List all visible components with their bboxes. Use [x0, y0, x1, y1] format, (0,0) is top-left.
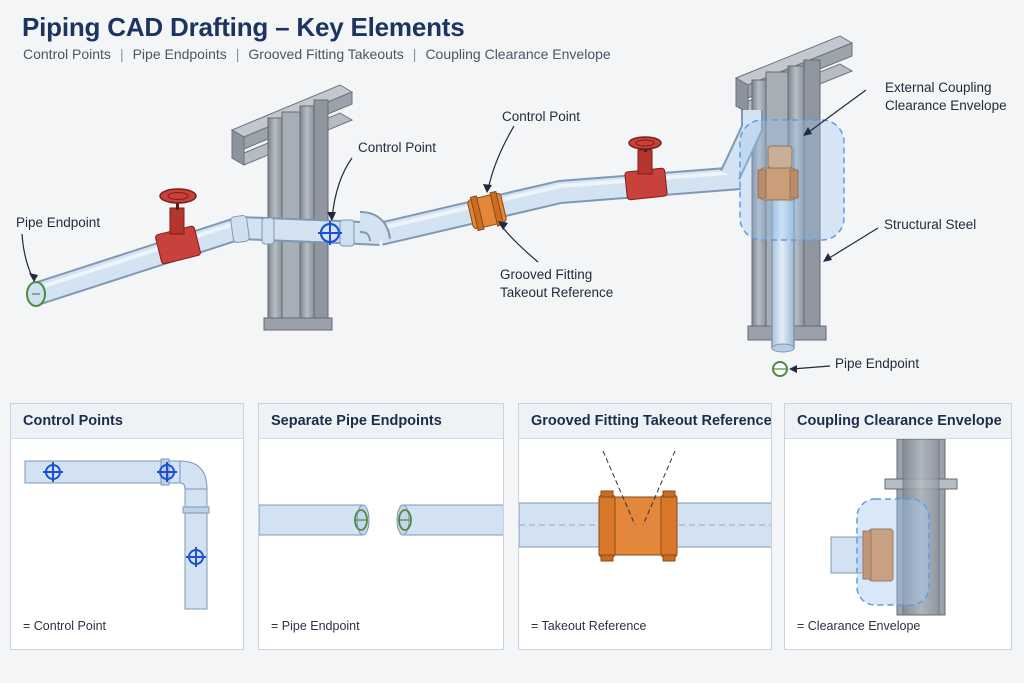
subtitle-separator: | — [412, 46, 417, 62]
panel-separate-pipe-endpoints: Separate Pipe Endpoints = Pipe Endpoint — [258, 403, 504, 650]
callout-pipe-endpoint-bottom: Pipe Endpoint — [835, 356, 920, 371]
callout-grooved-fitting-line2: Takeout Reference — [500, 285, 614, 300]
left-structural-steel — [230, 84, 354, 331]
grooved-coupling-right-icon — [757, 145, 799, 201]
valve-right-icon — [624, 136, 668, 201]
pipe-endpoint-left-icon — [26, 281, 46, 307]
control-points-detail — [24, 458, 210, 610]
grooved-fitting-detail — [519, 450, 771, 562]
panel-title: Coupling Clearance Envelope — [785, 404, 1011, 439]
legend-takeout-reference: = Takeout Reference — [531, 619, 646, 633]
subtitle-separator: | — [235, 46, 240, 62]
subtitle-item: Coupling Clearance Envelope — [425, 46, 611, 62]
clearance-envelope-icon — [739, 119, 845, 241]
callout-grooved-fitting: Grooved Fitting Takeout Reference — [500, 266, 613, 302]
callout-external-coupling: External Coupling Clearance Envelope — [885, 79, 1007, 115]
legend-clearance-envelope: = Clearance Envelope — [797, 619, 920, 633]
panel-grooved-fitting-takeout: Grooved Fitting Takeout Reference = Take… — [518, 403, 772, 650]
callout-pipe-endpoint-left: Pipe Endpoint — [16, 215, 101, 230]
grooved-coupling-mid-icon — [467, 190, 507, 232]
subtitle-item: Control Points — [23, 46, 111, 62]
panel-control-points: Control Points = Control Point — [10, 403, 244, 650]
clearance-envelope-detail — [830, 439, 958, 616]
isometric-piping-diagram — [21, 35, 879, 377]
pipe-endpoints-detail — [259, 504, 503, 536]
page-title: Piping CAD Drafting – Key Elements — [22, 12, 465, 42]
subtitle-separator: | — [119, 46, 124, 62]
legend-label: = Control Point — [23, 619, 107, 633]
control-point-icon — [318, 221, 342, 245]
leader-arrows — [29, 127, 832, 373]
panel-title: Control Points — [11, 404, 243, 439]
callout-control-point-mid: Control Point — [502, 109, 581, 124]
legend-control-point: = Control Point — [23, 619, 106, 633]
left-column-elbows — [230, 211, 391, 247]
panel-coupling-clearance-envelope: Coupling Clearance Envelope = Clearance … — [784, 403, 1012, 650]
legend-pipe-endpoint: = Pipe Endpoint — [271, 619, 360, 633]
subtitle-item: Pipe Endpoints — [132, 46, 227, 62]
legend-label: = Clearance Envelope — [797, 619, 921, 633]
callout-structural-steel: Structural Steel — [884, 217, 977, 232]
callout-control-point: Control Point — [358, 140, 437, 155]
valve-left-icon — [155, 188, 201, 265]
legend-label: = Pipe Endpoint — [271, 619, 360, 633]
callout-external-coupling-line2: Clearance Envelope — [885, 98, 1007, 113]
panel-title: Grooved Fitting Takeout Reference — [519, 404, 771, 439]
callout-grooved-fitting-line1: Grooved Fitting — [500, 267, 593, 282]
panel-title: Separate Pipe Endpoints — [259, 404, 503, 439]
page-subtitle: Control Points | Pipe Endpoints | Grooved Fi… — [23, 46, 611, 62]
pipe-endpoint-bottom-icon — [772, 361, 788, 377]
legend-label: = Takeout Reference — [531, 619, 647, 633]
subtitle-item: Grooved Fitting Takeouts — [248, 46, 404, 62]
callout-external-coupling-line1: External Coupling — [885, 80, 992, 95]
